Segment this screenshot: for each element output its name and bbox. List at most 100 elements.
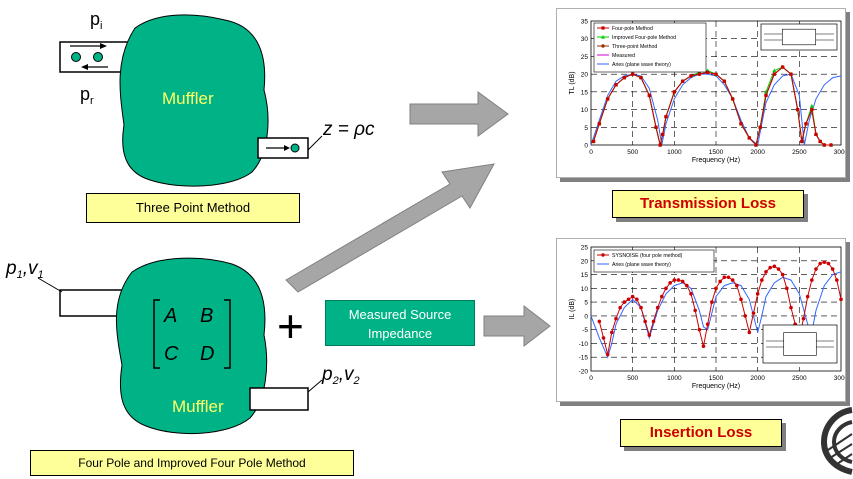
data-point [631,72,635,76]
source-impedance-line1: Measured Source [348,307,452,322]
data-point [755,292,760,296]
legend-box [593,22,707,73]
p1-v1-label: p1,v1 [5,258,44,281]
data-point [839,297,843,302]
data-point [676,278,681,282]
matrix-d: D [200,343,214,365]
data-point [810,278,814,282]
data-point [654,125,658,129]
data-point [672,90,676,94]
data-point [635,297,639,302]
x-tick-label: 500 [627,375,638,382]
data-point [685,283,689,288]
data-point [785,286,789,291]
data-point [822,260,827,264]
y-tick-label: -10 [579,341,589,348]
arrow-diagonal-icon [285,163,495,293]
three-point-method-label: Three Point Method [86,193,300,223]
y-tick-label: 0 [584,313,588,320]
data-point [809,103,814,108]
data-point [672,278,677,282]
muffler-label-bottom: Muffler [172,397,224,416]
data-point [731,97,735,101]
legend-label: Four-pole Method [612,26,653,32]
y-tick-label: -15 [579,355,589,362]
data-point [735,283,739,288]
data-point [801,316,806,321]
transmission-loss-label: Transmission Loss [612,190,804,218]
data-point [647,333,652,337]
data-point [789,305,793,310]
x-tick-label: 0 [589,375,593,382]
data-point [701,344,706,348]
x-axis-label: Frequency (Hz) [692,157,740,164]
outlet-pipe-bottom [249,387,309,411]
data-point [597,319,602,324]
data-point [768,265,772,270]
data-point [630,294,635,299]
data-point [830,267,835,271]
y-tick-label: -20 [579,369,589,376]
data-point [697,327,702,332]
legend-label: Aries (plane wave theory) [612,262,671,268]
three-point-diagram: pi pr Muffler z = ρc [59,9,375,187]
data-point [622,76,626,80]
x-tick-label: 2500 [792,149,807,156]
legend-label: SYSNOISE (four pole method) [612,253,683,259]
data-point [805,294,810,299]
series-line-4 [590,73,842,146]
y-axis-label: TL (dB) [569,71,576,94]
data-point [614,316,618,321]
x-tick-label: 1500 [709,375,724,382]
microphone-1-icon [71,52,81,62]
four-pole-method-label: Four Pole and Improved Four Pole Method [30,450,354,476]
series-line-1 [590,271,842,359]
four-pole-diagram: A B C D Muffler p1,v1 p2,v2 + [5,257,360,434]
reflected-arrow-icon [81,64,88,70]
outlet-arrow-icon [284,145,290,151]
data-point [804,122,808,126]
incident-arrow-icon [100,43,107,49]
data-point [764,93,768,97]
data-point [651,319,656,324]
p2-v2-label: p2,v2 [321,364,360,387]
termination-impedance-label: z = ρc [322,119,375,140]
data-point [664,115,668,119]
data-point [810,107,814,112]
legend-label: Measured [612,53,635,59]
microphone-2-icon [93,52,103,62]
arrow-right-bottom-icon [483,304,551,348]
x-tick-label: 1000 [667,149,682,156]
y-tick-label: 15 [581,272,589,279]
data-point [697,72,701,76]
data-point [743,314,747,318]
y-tick-label: 0 [584,143,588,150]
muffler-body [119,14,269,187]
data-point [643,319,647,324]
y-tick-label: 5 [584,300,588,307]
y-tick-label: 30 [581,36,589,43]
y-tick-label: 10 [581,107,589,114]
x-tick-label: 3000 [834,149,845,156]
plus-sign: + [277,300,304,352]
tl-chart-frame: 05101520253035050010001500200025003000Fr… [556,8,849,178]
data-point [614,83,618,87]
data-point [789,72,793,76]
data-point [618,305,622,310]
data-point [610,330,614,335]
measured-source-impedance-box: Measured Source Impedance [325,300,475,346]
insertion-loss-label: Insertion Loss [620,419,782,447]
data-point [826,261,831,266]
data-point [754,143,758,147]
tl-chart: 05101520253035050010001500200025003000Fr… [569,19,849,165]
data-point [681,79,685,83]
x-tick-label: 3000 [834,375,845,382]
y-tick-label: 10 [581,286,589,293]
data-point [710,300,714,304]
data-point [706,70,710,74]
y-tick-label: -5 [582,327,588,334]
data-point [722,275,727,280]
source-impedance-line2: Impedance [367,326,433,341]
data-point [829,143,833,147]
